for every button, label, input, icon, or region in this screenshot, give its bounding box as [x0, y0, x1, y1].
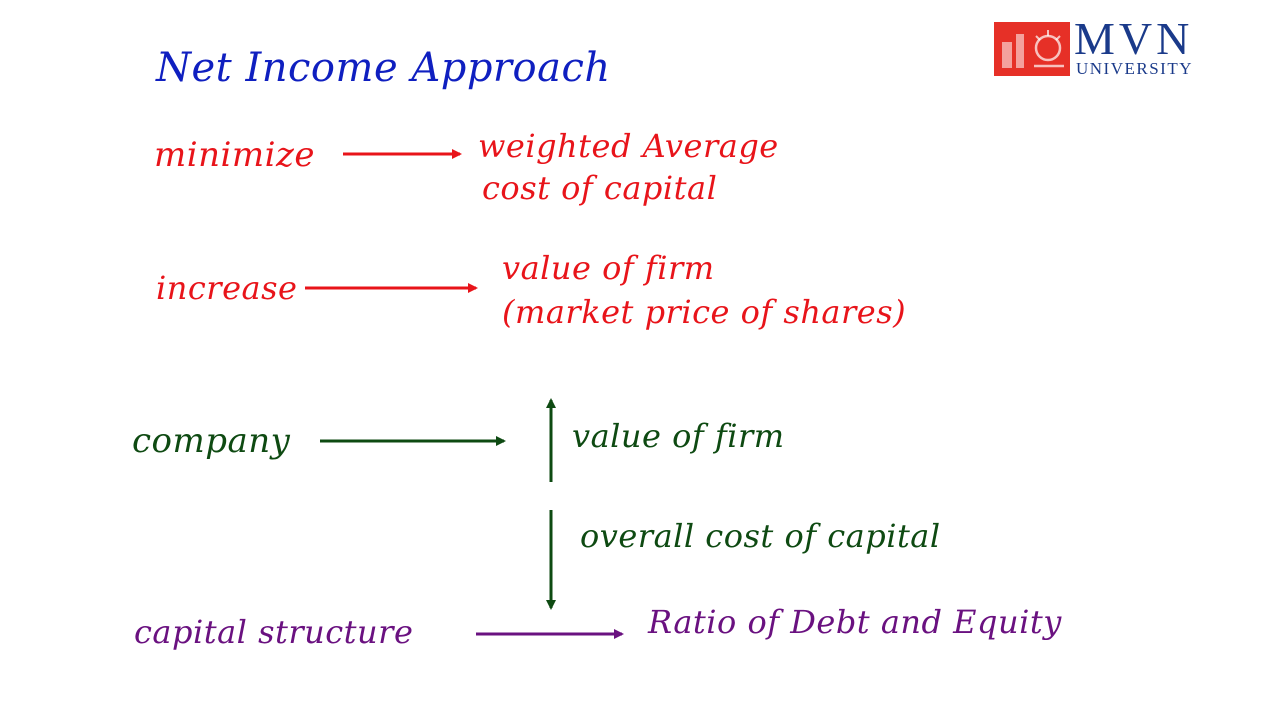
overall-cost-of-capital-label: overall cost of capital — [580, 517, 941, 555]
slide-title: Net Income Approach — [156, 45, 611, 91]
logo-subtitle: UNIVERSITY — [1076, 59, 1193, 78]
mvn-university-logo: MVN UNIVERSITY — [994, 16, 1250, 78]
logo-name: MVN — [1074, 13, 1194, 64]
minimize-label: minimize — [154, 135, 316, 175]
ratio-debt-equity-label: Ratio of Debt and Equity — [648, 603, 1062, 641]
value-of-firm-green-label: value of firm — [572, 417, 785, 455]
increase-label: increase — [156, 269, 298, 307]
weighted-average-line1: weighted Average — [478, 127, 779, 165]
value-of-firm-red-line2: (market price of shares) — [502, 293, 907, 331]
weighted-average-line2: cost of capital — [482, 169, 718, 207]
company-label: company — [132, 421, 291, 461]
value-of-firm-red-line1: value of firm — [502, 249, 715, 287]
university-emblem-icon — [994, 22, 1070, 76]
capital-structure-label: capital structure — [134, 613, 414, 651]
